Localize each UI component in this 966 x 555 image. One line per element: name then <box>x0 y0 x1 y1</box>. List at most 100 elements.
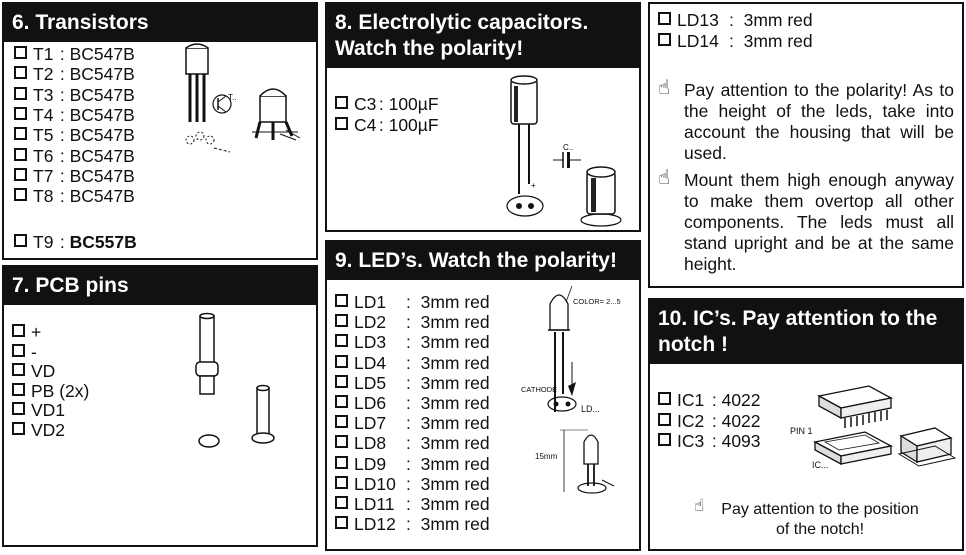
pcb-pin-item: PB (2x) <box>12 381 89 401</box>
checkbox-icon[interactable] <box>12 421 25 435</box>
ic-item-value: 4093 <box>721 431 761 451</box>
pcb-pin-item: VD2 <box>12 420 65 440</box>
checkbox-icon[interactable] <box>335 96 348 109</box>
led-item: LD12: 3mm red <box>335 514 490 534</box>
led-item: LD6: 3mm red <box>335 393 490 413</box>
checkbox-icon[interactable] <box>12 343 25 357</box>
checkbox-icon[interactable] <box>335 455 348 469</box>
led-item: LD13: 3mm red <box>658 10 813 30</box>
checkbox-icon[interactable] <box>335 314 348 328</box>
checkbox-icon[interactable] <box>335 334 348 348</box>
checkbox-icon[interactable] <box>658 392 671 405</box>
checkbox-icon[interactable] <box>335 435 348 449</box>
led-item: LD5: 3mm red <box>335 373 490 393</box>
transistor-item-value: BC547B <box>69 104 135 125</box>
ic-item-label: IC1 <box>677 390 705 410</box>
transistor-item: T4 : BC547B <box>14 105 135 125</box>
transistor-item-label: T4 <box>33 104 54 125</box>
led-item: LD2: 3mm red <box>335 312 490 332</box>
transistor-item-label: T9 <box>33 232 54 252</box>
checkbox-icon[interactable] <box>335 496 348 509</box>
led-height-label: 15mm <box>535 452 558 461</box>
transistor-item-value: BC547B <box>69 44 135 64</box>
led-item-label: LD3 <box>354 332 387 353</box>
led-illustration <box>547 285 615 494</box>
pcb-pin-item: + <box>12 322 41 342</box>
checkbox-icon[interactable] <box>14 46 27 59</box>
checkbox-icon[interactable] <box>12 324 25 337</box>
led-item-value: 3mm red <box>420 352 490 373</box>
ic-item-label: IC3 <box>677 431 705 451</box>
transistor-item: T8 : BC547B <box>14 186 135 206</box>
checkbox-icon[interactable] <box>658 12 671 25</box>
transistor-item: T5 : BC547B <box>14 125 135 145</box>
led-item-label: LD11 <box>354 494 395 514</box>
led-item: LD14: 3mm red <box>658 31 813 51</box>
led-color-label: COLOR= 2...5 <box>573 297 621 306</box>
checkbox-icon[interactable] <box>335 117 348 130</box>
ic-item-label: IC2 <box>677 410 705 431</box>
checkbox-icon[interactable] <box>14 167 27 181</box>
ic-item-value: 4022 <box>721 390 761 410</box>
led-item: LD1: 3mm red <box>335 292 490 312</box>
checkbox-icon[interactable] <box>335 354 348 368</box>
ic-item: IC3 : 4093 <box>658 431 761 451</box>
led-item-label: LD9 <box>354 453 387 474</box>
checkbox-icon[interactable] <box>335 516 348 530</box>
led-item: LD3: 3mm red <box>335 332 490 352</box>
transistor-item-label: T5 <box>33 125 54 146</box>
checkbox-icon[interactable] <box>12 402 25 415</box>
checkbox-icon[interactable] <box>658 33 671 46</box>
ic-notch-note: Pay attention to the position of the not… <box>710 500 930 540</box>
checkbox-icon[interactable] <box>14 188 27 202</box>
led-item-label: LD1 <box>354 292 387 312</box>
capacitor-item: C4 : 100µF <box>335 115 439 135</box>
ics-title-line2: notch ! <box>658 333 728 356</box>
led-item: LD9: 3mm red <box>335 454 490 474</box>
checkbox-icon[interactable] <box>14 106 27 120</box>
checkbox-icon[interactable] <box>335 395 348 408</box>
led-item: LD10: 3mm red <box>335 474 490 494</box>
checkbox-icon[interactable] <box>658 433 671 446</box>
checkbox-icon[interactable] <box>14 234 27 247</box>
led-item-label: LD10 <box>354 473 396 494</box>
checkbox-icon[interactable] <box>335 294 348 307</box>
capacitor-item-value: 100µF <box>388 115 439 135</box>
led-item: LD4: 3mm red <box>335 353 490 373</box>
pointing-hand-icon: ☝ <box>658 77 671 99</box>
led-item: LD7: 3mm red <box>335 413 490 433</box>
checkbox-icon[interactable] <box>14 66 27 80</box>
pcb-pin-item-label: VD2 <box>31 419 66 440</box>
ic-item: IC1 : 4022 <box>658 390 761 410</box>
transistor-item-label: T3 <box>33 84 54 105</box>
checkbox-icon[interactable] <box>12 363 25 376</box>
ics-title-line1: 10. IC’s. Pay attention to the <box>658 307 938 330</box>
checkbox-icon[interactable] <box>14 86 27 100</box>
transistor-item-value: BC547B <box>69 84 135 105</box>
pcb-pin-illustration <box>195 312 275 448</box>
ic-notch-note-line2: of the notch! <box>775 521 865 538</box>
leds-title: 9. LED’s. Watch the polarity! <box>327 242 639 280</box>
led-ld-label: LD... <box>581 404 601 414</box>
led-item-value: 3mm red <box>743 31 813 51</box>
checkbox-icon[interactable] <box>14 127 27 141</box>
capacitor-item-label: C4 <box>354 115 377 135</box>
checkbox-icon[interactable] <box>335 415 348 429</box>
checkbox-icon[interactable] <box>14 147 27 161</box>
transistor-item: T1 : BC547B <box>14 44 135 64</box>
pointing-hand-icon: ☝ <box>658 167 671 189</box>
capacitor-illustration: + C.. <box>506 75 622 227</box>
checkbox-icon[interactable] <box>12 382 25 396</box>
checkbox-icon[interactable] <box>658 412 671 426</box>
transistor-item: T7 : BC547B <box>14 166 135 186</box>
pcb-pin-item-label: + <box>31 322 42 342</box>
checkbox-icon[interactable] <box>335 475 348 489</box>
led-item-value: 3mm red <box>420 372 490 393</box>
checkbox-icon[interactable] <box>335 374 348 388</box>
led-item-value: 3mm red <box>420 433 490 454</box>
pcb-pin-item-label: VD <box>31 361 56 381</box>
pcb-pin-item: VD1 <box>12 400 65 420</box>
capacitor-item: C3 : 100µF <box>335 94 439 114</box>
transistor-item: T6 : BC547B <box>14 146 135 166</box>
